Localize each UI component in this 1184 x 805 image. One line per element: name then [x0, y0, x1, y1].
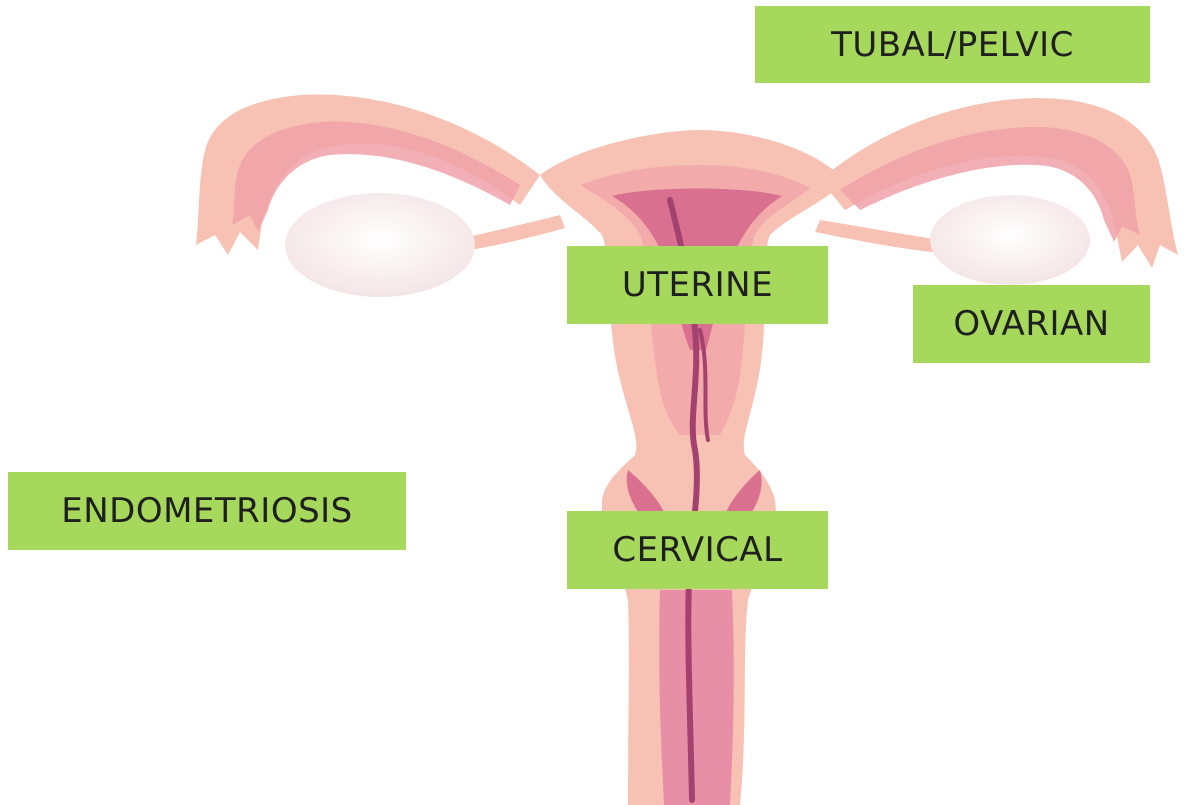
uterine-label: UTERINE — [567, 246, 828, 324]
ovary-left — [285, 193, 475, 297]
ovary-right — [930, 195, 1090, 285]
cervical-label: CERVICAL — [567, 511, 828, 589]
endometriosis-label: ENDOMETRIOSIS — [8, 472, 406, 550]
ovarian-label: OVARIAN — [913, 285, 1150, 363]
tubal-pelvic-label: TUBAL/PELVIC — [755, 6, 1150, 83]
uterus-illustration — [540, 130, 845, 805]
